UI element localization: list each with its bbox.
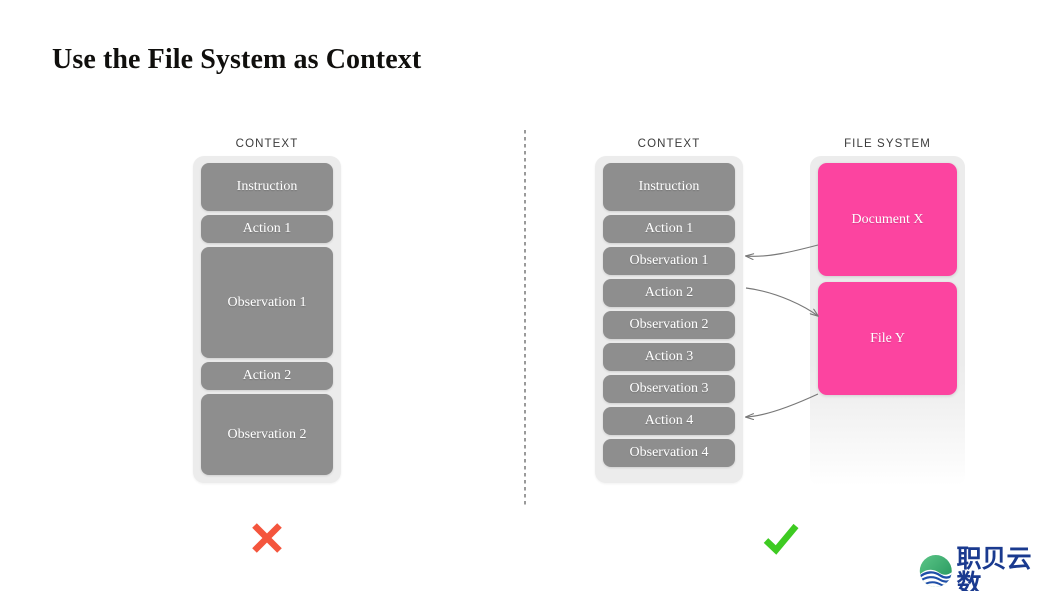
context-item-label: Action 1 bbox=[242, 221, 292, 236]
context-item-label: Observation 3 bbox=[629, 381, 709, 396]
context-item-label: Instruction bbox=[638, 179, 700, 194]
context-item-label: Observation 1 bbox=[629, 253, 709, 268]
connector-action-2-to-file-y bbox=[745, 287, 818, 316]
filesystem-column-header: FILE SYSTEM bbox=[844, 138, 931, 150]
context-item-1: Instruction bbox=[603, 163, 735, 211]
company-logo-text: 职贝云数 bbox=[956, 544, 1032, 591]
context-item-3: Observation 1 bbox=[603, 247, 735, 275]
context-item-7: Observation 3 bbox=[603, 375, 735, 403]
context-item-9: Observation 4 bbox=[603, 439, 735, 467]
company-logo-icon bbox=[919, 555, 952, 587]
check-mark-icon bbox=[763, 523, 799, 555]
context-item-1: Instruction bbox=[201, 163, 333, 211]
context-item-label: Observation 1 bbox=[227, 294, 307, 310]
context-item-3: Observation 1 bbox=[201, 247, 333, 358]
context-item-label: Observation 2 bbox=[629, 317, 709, 332]
context-item-label: Action 4 bbox=[644, 413, 694, 428]
context-item-label: Instruction bbox=[236, 179, 298, 194]
context-item-8: Action 4 bbox=[603, 407, 735, 435]
file-item-label: File Y bbox=[870, 330, 905, 346]
context-item-label: Observation 2 bbox=[227, 426, 307, 442]
connector-file-y-to-action-4 bbox=[746, 393, 819, 417]
section-divider bbox=[524, 130, 526, 508]
watermark-logo: 职贝云数 bbox=[918, 546, 1050, 591]
context-item-label: Observation 4 bbox=[629, 445, 709, 460]
cross-mark-icon bbox=[252, 523, 282, 553]
context-item-6: Action 3 bbox=[603, 343, 735, 371]
filesystem-stack: Document X File Y bbox=[810, 156, 965, 486]
context-item-2: Action 1 bbox=[603, 215, 735, 243]
context-item-label: Action 1 bbox=[644, 221, 694, 236]
context-item-2: Action 1 bbox=[201, 215, 333, 243]
page-title: Use the File System as Context bbox=[52, 44, 422, 75]
context-item-label: Action 3 bbox=[644, 349, 694, 364]
context-item-5: Observation 2 bbox=[201, 394, 333, 475]
context-item-label: Action 2 bbox=[644, 285, 694, 300]
file-item-label: Document X bbox=[851, 211, 924, 227]
file-item-2: File Y bbox=[818, 282, 957, 395]
bad-example-column-header: CONTEXT bbox=[235, 138, 299, 150]
good-example-column-header: CONTEXT bbox=[637, 138, 701, 150]
context-item-4: Action 2 bbox=[603, 279, 735, 307]
context-item-label: Action 2 bbox=[242, 368, 292, 383]
context-item-5: Observation 2 bbox=[603, 311, 735, 339]
file-item-1: Document X bbox=[818, 163, 957, 276]
context-item-4: Action 2 bbox=[201, 362, 333, 390]
connector-document-x-to-observation-1 bbox=[746, 244, 819, 256]
